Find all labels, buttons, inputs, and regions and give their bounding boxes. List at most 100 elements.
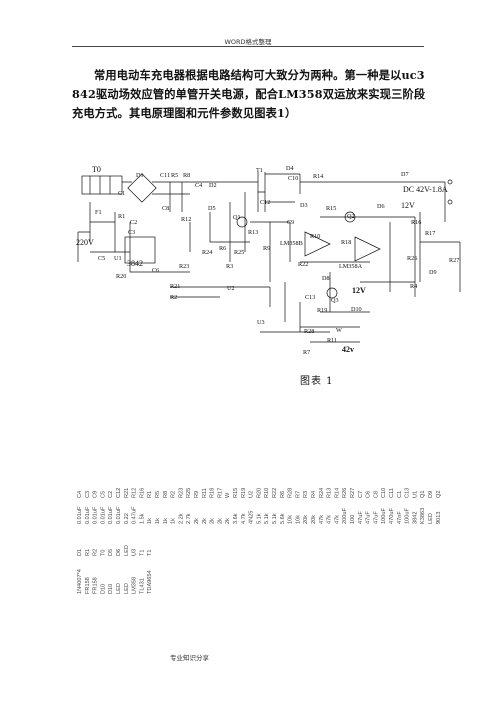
label-d9: D9: [429, 269, 437, 276]
part-ref: R25: [186, 488, 192, 498]
part-value: 5.6k: [280, 513, 286, 524]
label-c4: C4: [195, 182, 202, 189]
label-12v-top: 12V: [401, 201, 415, 210]
label-t1: T1: [256, 167, 263, 174]
part-value: 2k: [210, 518, 216, 524]
part-value: 4N25: [249, 511, 255, 524]
part-ref: R2: [171, 491, 177, 498]
label-r23: R23: [179, 263, 189, 270]
part-ref: R17: [217, 488, 223, 498]
part-value: 0.01uF: [85, 506, 91, 524]
label-d2: D2: [209, 182, 217, 189]
part-value: 0.01uF: [93, 506, 99, 524]
part-ref-lower: D5: [108, 549, 114, 556]
part-ref: R28: [288, 488, 294, 498]
part-value: 9013: [436, 512, 442, 524]
part-value: 1k: [155, 518, 161, 524]
part-ref: C3: [85, 491, 91, 498]
part-value-lower: LM358: [132, 577, 138, 594]
header-rule: [72, 46, 424, 47]
part-value: 0.01uF: [116, 506, 122, 524]
label-c6: C6: [152, 267, 159, 274]
part-ref: U2: [249, 491, 255, 498]
label-r15: R15: [326, 205, 336, 212]
part-value: 47uF: [358, 511, 364, 524]
label-c10: C10: [288, 175, 298, 182]
part-ref: U1: [412, 491, 418, 498]
part-value-lower: 1N4007*4: [77, 569, 83, 594]
label-r7: R7: [303, 349, 310, 356]
label-3842: 3842: [127, 259, 143, 268]
part-ref: R21: [124, 488, 130, 498]
part-value-lower: TDA9654: [147, 570, 153, 594]
label-c12: C12: [260, 199, 270, 206]
label-w: W: [336, 327, 342, 334]
part-value: 5.1k: [256, 513, 262, 524]
label-r18: R18: [341, 239, 351, 246]
part-ref: R6: [280, 491, 286, 498]
part-value: 2k: [202, 518, 208, 524]
label-c9: C9: [287, 219, 294, 226]
part-value: 0.01uF: [100, 506, 106, 524]
part-ref: R22: [272, 488, 278, 498]
label-12v-mid: 12V: [352, 286, 366, 295]
part-value: 47k: [327, 515, 333, 524]
part-value: 0.47uF: [132, 506, 138, 524]
parts-list: C40.01uFC30.01uFC90.01uFC50.01uFC20.01uF…: [77, 488, 442, 594]
label-c11: C11: [160, 172, 170, 179]
label-u1: U1: [114, 255, 122, 262]
filter-t0-box: [81, 175, 123, 195]
label-d3: D3: [300, 202, 308, 209]
part-ref: W: [225, 492, 231, 498]
label-r11: R11: [327, 337, 337, 344]
part-ref: C8: [373, 491, 379, 498]
part-ref: R13: [327, 488, 333, 498]
label-r27: R27: [449, 257, 459, 264]
part-ref: R5: [155, 491, 161, 498]
part-value: K3863: [420, 508, 426, 524]
circuit-schematic: T0 D1 C11 R5 R8 C4 T1 D4 C10 R14 D7 DC 4…: [76, 165, 461, 356]
part-ref-lower: D6: [116, 549, 122, 556]
part-ref: R8: [163, 491, 169, 498]
label-r17: R17: [425, 230, 435, 237]
label-t0: T0: [92, 165, 101, 174]
label-r19: R19: [317, 307, 327, 314]
part-value-lower: FR158: [93, 577, 99, 594]
label-r9: R9: [263, 245, 270, 252]
label-r13: R13: [248, 229, 258, 236]
part-value: 2.2k: [178, 513, 184, 524]
schematic-labels: T0 D1 C11 R5 R8 C4 T1 D4 C10 R14 D7 DC 4…: [76, 165, 459, 356]
part-value: 100: [350, 515, 356, 524]
part-ref: R20: [256, 488, 262, 498]
part-ref: C13: [405, 488, 411, 498]
label-r3: R3: [226, 263, 233, 270]
part-value: 47nF: [397, 511, 403, 524]
part-value: 0.01uF: [108, 506, 114, 524]
part-ref: R23: [178, 488, 184, 498]
label-r6: R6: [219, 245, 226, 252]
part-value-lower: LED: [116, 583, 122, 594]
label-42v: 42v: [342, 345, 354, 354]
part-ref: D9: [428, 491, 434, 498]
part-value: 200uF: [342, 508, 348, 524]
part-value: 47k: [319, 515, 325, 524]
part-ref: C10: [381, 488, 387, 498]
label-r24: R24: [202, 249, 212, 256]
part-ref: R16: [139, 488, 145, 498]
part-value-lower: TL431: [139, 578, 145, 594]
part-value: 4.7k: [241, 513, 247, 524]
label-c13: C13: [305, 294, 315, 301]
part-value: 100uF: [381, 508, 387, 524]
label-r4: R4: [410, 283, 417, 290]
part-value: LED: [428, 513, 434, 524]
label-r22: R22: [298, 261, 308, 268]
part-ref-lower: T1: [147, 549, 153, 556]
part-value: 47k: [334, 515, 340, 524]
label-r25: R25: [234, 249, 244, 256]
label-u3: U3: [257, 319, 265, 326]
part-ref: R3: [303, 491, 309, 498]
part-ref-lower: T1: [139, 549, 145, 556]
part-ref-lower: T0: [100, 549, 106, 556]
label-r5: R5: [171, 172, 178, 179]
part-ref: R11: [202, 488, 208, 498]
